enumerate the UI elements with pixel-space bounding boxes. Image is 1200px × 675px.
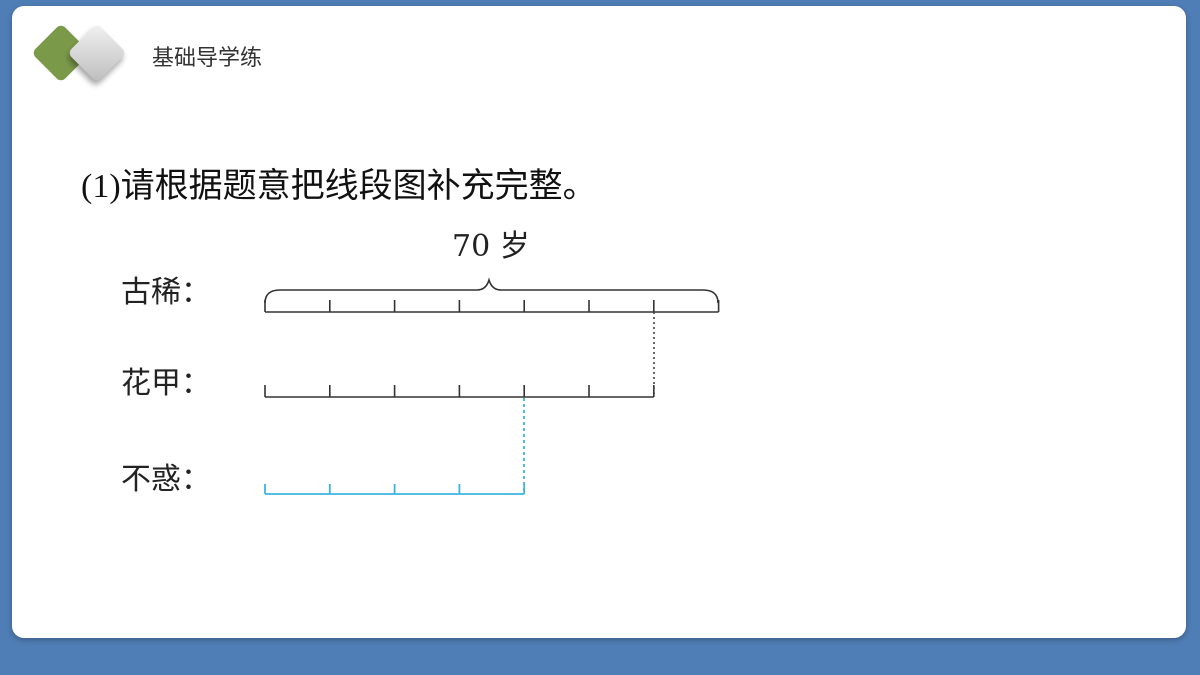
question-number: (1) [81, 168, 121, 205]
section-logo-icon [33, 25, 125, 81]
total-brace [264, 277, 719, 304]
segment-line-buhuo [264, 484, 526, 495]
total-age-label: 70 岁 [452, 229, 530, 264]
segment-line-huajia [264, 385, 655, 398]
section-title: 基础导学练 [152, 46, 263, 71]
question-body: 请根据题意把线段图补充完整。 [120, 166, 597, 206]
slide-card: 基础导学练 (1)请根据题意把线段图补充完整。 70 岁 古稀： 花甲： 不惑： [12, 6, 1186, 638]
row-label-huajia: 花甲： [121, 366, 211, 401]
row-label-guxi: 古稀： [121, 275, 211, 310]
segment-line-guxi [264, 300, 720, 313]
row-label-buhuo: 不惑： [121, 462, 211, 497]
line-segment-diagram: 70 岁 古稀： 花甲： 不惑： [121, 229, 720, 497]
question-text: (1)请根据题意把线段图补充完整。 [81, 158, 597, 207]
